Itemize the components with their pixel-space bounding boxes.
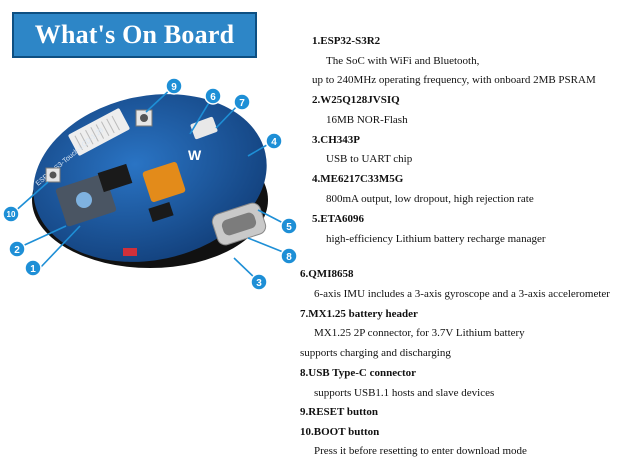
item-desc-3: USB to UART chip	[326, 153, 413, 165]
status-led	[123, 248, 137, 256]
callout-9: 9	[165, 77, 183, 95]
item-heading-9: 9.RESET button	[300, 406, 379, 418]
ch343-chip	[148, 201, 174, 223]
callout-8: 8	[280, 247, 298, 265]
svg-text:3: 3	[256, 278, 262, 289]
svg-text:9: 9	[171, 82, 177, 93]
item-desc-6: 6-axis IMU includes a 3-axis gyroscope a…	[314, 288, 610, 300]
callout-6: 6	[204, 87, 222, 105]
board-illustration: W ESP32-S3-Touch-LCD-1.28 1 2 3 4	[2, 77, 298, 291]
item-desc-1a: The SoC with WiFi and Bluetooth,	[326, 55, 480, 67]
callout-10: 10	[2, 205, 20, 223]
item-heading-8: 8.USB Type-C connector	[300, 367, 417, 379]
item-heading-6: 6.QMI8658	[300, 268, 354, 280]
svg-text:6: 6	[210, 92, 216, 103]
item-desc-4: 800mA output, low dropout, high rejectio…	[326, 193, 534, 205]
item-desc-5: high-efficiency Lithium battery recharge…	[326, 233, 546, 245]
svg-text:10: 10	[7, 210, 16, 219]
item-heading-2: 2.W25Q128JVSIQ	[312, 94, 400, 106]
svg-text:1: 1	[30, 264, 36, 275]
page-title: What's On Board	[12, 12, 257, 58]
callout-7: 7	[233, 93, 251, 111]
svg-text:2: 2	[14, 245, 20, 256]
item-heading-5: 5.ETA6096	[312, 213, 365, 225]
item-desc-8: supports USB1.1 hosts and slave devices	[314, 387, 495, 399]
flash-chip	[97, 163, 133, 193]
brand-mark: W	[188, 147, 202, 163]
item-desc-2: 16MB NOR-Flash	[326, 114, 408, 126]
callout-5: 5	[280, 217, 298, 235]
item-desc-1b: up to 240MHz operating frequency, with o…	[312, 74, 596, 86]
svg-text:8: 8	[286, 252, 292, 263]
item-desc-7a: MX1.25 2P connector, for 3.7V Lithium ba…	[314, 327, 525, 339]
callout-4: 4	[265, 132, 283, 150]
callout-1: 1	[24, 259, 42, 277]
imu-chip	[142, 162, 186, 202]
item-heading-3: 3.CH343P	[312, 134, 360, 146]
item-heading-10: 10.BOOT button	[300, 426, 380, 438]
svg-text:4: 4	[271, 137, 277, 148]
item-desc-10: Press it before resetting to enter downl…	[314, 445, 527, 457]
item-heading-4: 4.ME6217C33M5G	[312, 173, 404, 185]
item-heading-7: 7.MX1.25 battery header	[300, 308, 418, 320]
item-heading-1: 1.ESP32-S3R2	[312, 35, 381, 47]
svg-text:7: 7	[239, 98, 245, 109]
item-desc-7b: supports charging and discharging	[300, 347, 451, 359]
svg-text:5: 5	[286, 222, 292, 233]
callout-2: 2	[8, 240, 26, 258]
callout-3: 3	[250, 273, 268, 291]
